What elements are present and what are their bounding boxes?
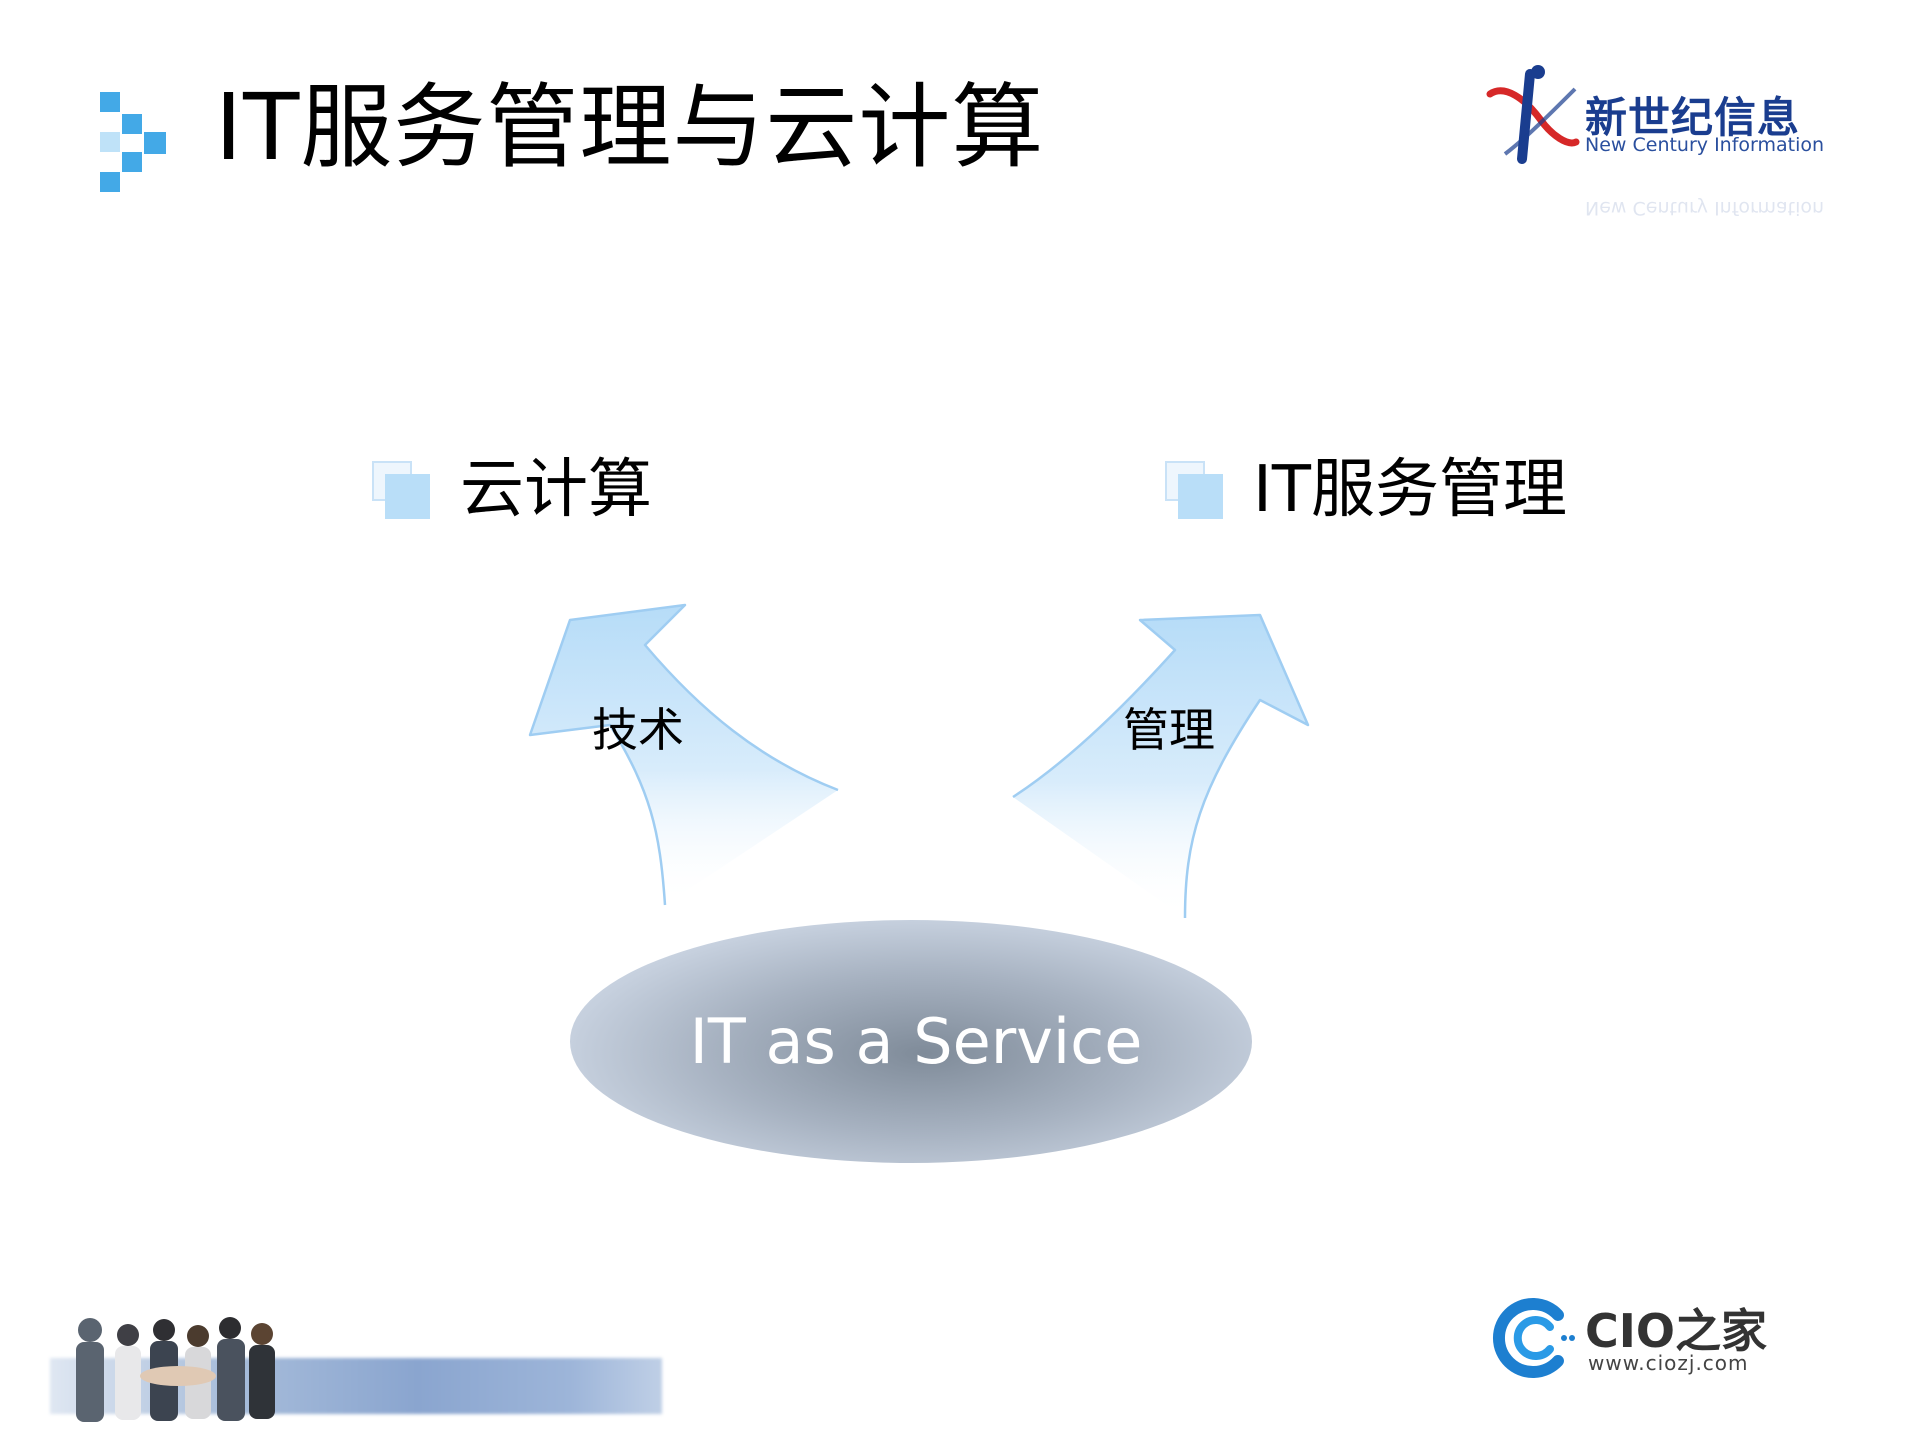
arrow-label-technology: 技术	[592, 703, 684, 757]
square-bullet-icon	[372, 461, 430, 519]
topic-cloud-label: 云计算	[460, 453, 652, 527]
it-as-a-service-label: IT as a Service	[689, 1004, 1143, 1078]
company-name-en: New Century Information	[1585, 134, 1825, 156]
left-curved-arrow	[528, 603, 839, 906]
people-banner-image	[30, 1290, 670, 1430]
company-logo: 新世纪信息 New Century Information New Centur…	[1480, 64, 1850, 239]
company-name-cn: 新世纪信息	[1585, 93, 1801, 142]
topic-itsm-label: IT服务管理	[1253, 453, 1567, 527]
right-curved-arrow	[1012, 613, 1310, 919]
arrow-label-management: 管理	[1123, 703, 1215, 757]
square-bullet-icon	[1165, 461, 1223, 519]
topic-cloud-computing: 云计算	[372, 458, 652, 522]
topic-it-service-management: IT服务管理	[1165, 458, 1567, 522]
new-century-emblem-icon	[1486, 65, 1580, 164]
cio-home-url: www.ciozj.com	[1588, 1351, 1749, 1375]
title-chevron-icon	[100, 92, 166, 192]
cio-home-logo: CIO之家 www.ciozj.com	[1490, 1285, 1770, 1395]
it-as-a-service-ellipse: IT as a Service	[570, 920, 1252, 1163]
cio-home-name: CIO之家	[1585, 1304, 1767, 1358]
business-people-photo	[76, 1317, 275, 1422]
cio-c-emblem-icon	[1492, 1298, 1575, 1378]
page-title: IT服务管理与云计算	[215, 74, 1045, 181]
